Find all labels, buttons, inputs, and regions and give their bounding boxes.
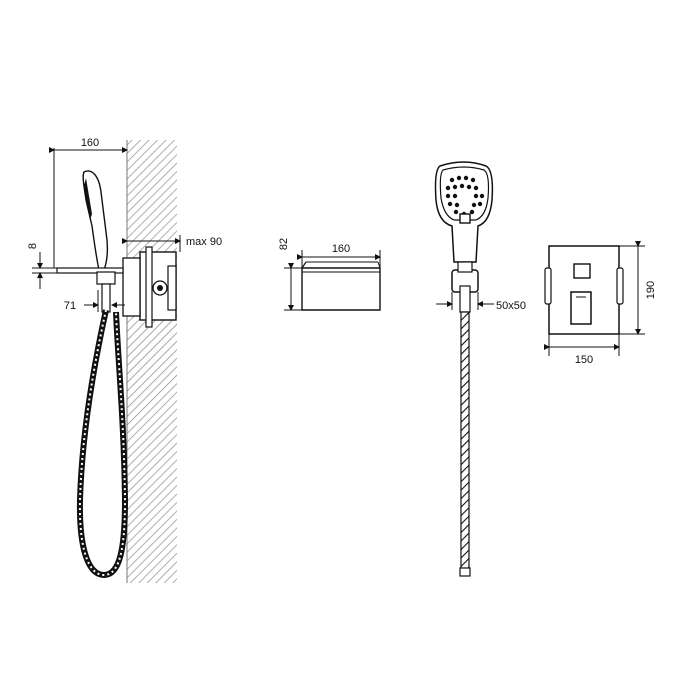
dim-label-holder-size: 50x50 (496, 300, 526, 312)
wall-section (127, 140, 177, 583)
dimension-side-offset: 71 (64, 290, 125, 312)
dim-label-side-height: 8 (27, 243, 39, 249)
dim-label-side-width: 160 (81, 137, 99, 149)
handshower-front-view: 50x50 (434, 161, 526, 577)
dimension-shelf-width: 160 (297, 243, 381, 268)
shelf-body (301, 267, 381, 311)
dimension-side-height: 8 (27, 243, 58, 289)
dimension-holder-size: 50x50 (436, 292, 526, 312)
dim-label-side-offset: 71 (64, 300, 76, 312)
side-view: 160 8 max 90 71 (27, 137, 222, 583)
dim-label-shelf-width: 160 (332, 243, 350, 255)
dimension-shelf-height: 82 (278, 238, 302, 311)
dim-label-shelf-height: 82 (278, 238, 290, 250)
holder-arm (56, 267, 124, 274)
dim-label-plate-height: 190 (645, 281, 657, 299)
mixer-lever (570, 291, 592, 325)
dimension-plate-width: 150 (544, 334, 620, 366)
dim-label-plate-width: 150 (575, 354, 593, 366)
diverter-button (573, 263, 591, 279)
shelf-view: 82 160 (278, 238, 381, 311)
hose-front (460, 311, 470, 575)
wall-plate-view: 190 150 (544, 241, 657, 366)
dimension-plate-height: 190 (619, 241, 657, 335)
spray-selector (459, 213, 471, 224)
dim-label-side-depth: max 90 (186, 236, 222, 248)
dimension-side-width: 160 (49, 137, 128, 268)
dimension-side-depth: max 90 (122, 235, 222, 252)
mixer-body-embedded (122, 246, 177, 328)
